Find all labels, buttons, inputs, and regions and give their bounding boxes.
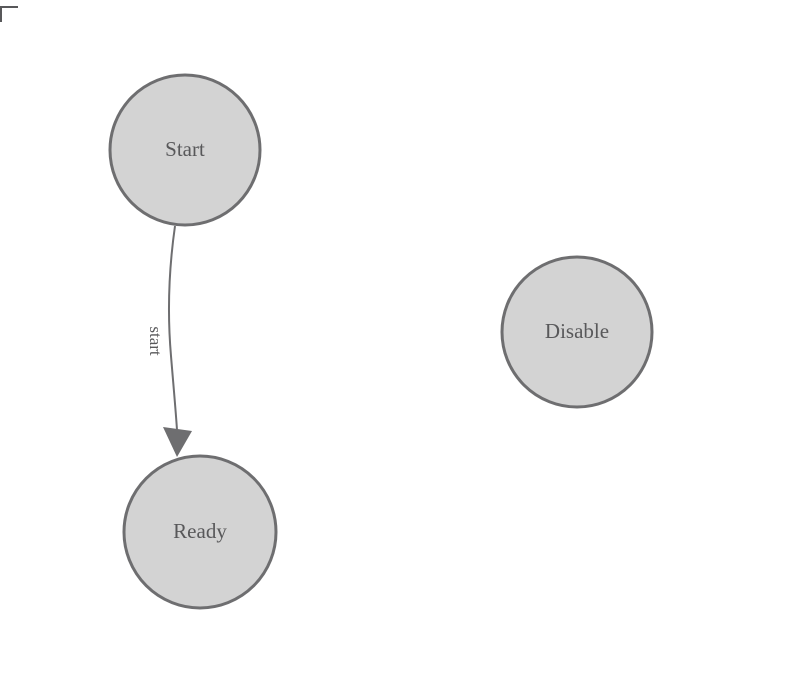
node-circle-start[interactable] (108, 73, 262, 227)
edges-group: start (146, 225, 192, 457)
node-disable[interactable]: Disable (500, 255, 654, 409)
edge-label-start-to-ready: start (146, 326, 165, 356)
edge-line[interactable] (167, 225, 178, 431)
node-start[interactable]: Start (108, 73, 262, 227)
node-label-start: Start (165, 137, 205, 161)
node-circle-ready[interactable] (122, 454, 278, 610)
crop-corner-mark-icon (0, 6, 18, 22)
edge-start-to-ready[interactable]: start (146, 225, 192, 457)
node-circle-disable[interactable] (500, 255, 654, 409)
node-label-disable: Disable (545, 319, 609, 343)
arrowhead-icon (163, 427, 192, 457)
node-label-ready: Ready (173, 519, 227, 543)
node-ready[interactable]: Ready (122, 454, 278, 610)
